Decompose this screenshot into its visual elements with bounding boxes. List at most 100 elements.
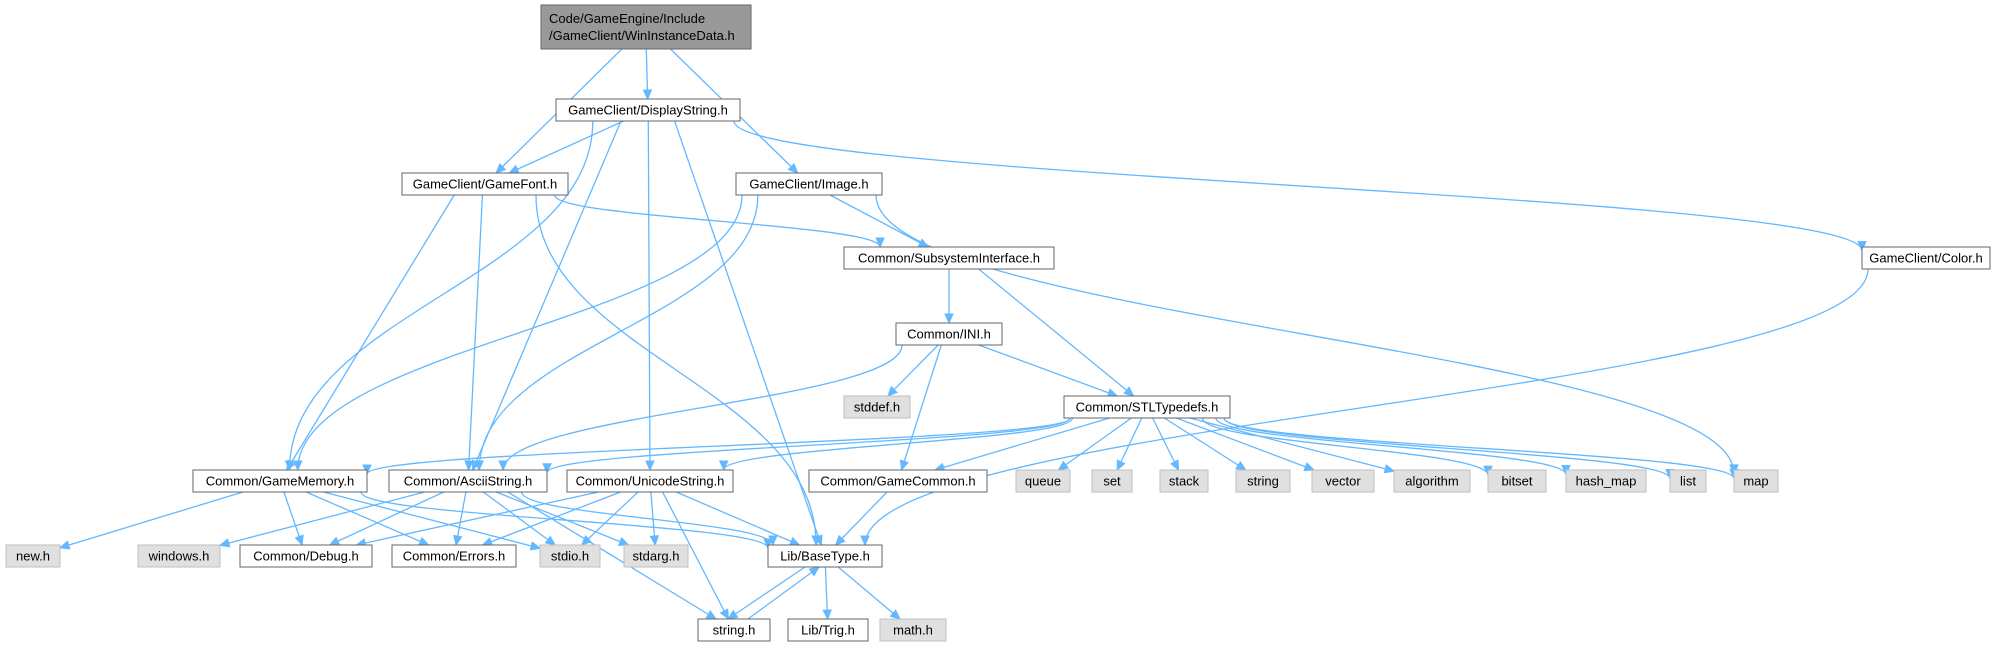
arrowhead-gamememory-to-errors	[417, 536, 430, 546]
edge-stl-to-hash_map	[1215, 417, 1567, 475]
arrowhead-unicodestring-to-stdarg	[649, 535, 660, 547]
arrowhead-gamefont-to-asciistring	[464, 460, 474, 472]
edge-basetype-to-stringh	[727, 566, 806, 620]
edge-stringh-to-basetype	[747, 566, 820, 620]
node-label: Common/INI.h	[907, 327, 991, 342]
node-box	[137, 544, 221, 568]
node-math[interactable]: math.h	[879, 618, 947, 642]
node-stack[interactable]: stack	[1159, 469, 1209, 493]
arrowhead-ini-to-gamecommon	[899, 459, 909, 472]
node-string[interactable]: string	[1235, 469, 1291, 493]
arrowhead-gamememory-to-stdio	[529, 541, 542, 551]
node-gamefont[interactable]: GameClient/GameFont.h	[401, 172, 569, 196]
node-box	[895, 322, 1003, 346]
node-basetype[interactable]: Lib/BaseType.h	[767, 544, 883, 568]
edge-gamememory-to-new	[59, 491, 244, 549]
node-bitset[interactable]: bitset	[1487, 469, 1547, 493]
node-stl[interactable]: Common/STLTypedefs.h	[1063, 395, 1231, 419]
node-stringh[interactable]: string.h	[697, 618, 771, 642]
edge-unicodestring-to-stdio	[581, 491, 639, 546]
node-new[interactable]: new.h	[5, 544, 61, 568]
node-stdio[interactable]: stdio.h	[539, 544, 601, 568]
node-windows[interactable]: windows.h	[137, 544, 221, 568]
node-image[interactable]: GameClient/Image.h	[735, 172, 883, 196]
arrowhead-asciistring-to-windows	[218, 538, 231, 548]
node-map[interactable]: map	[1733, 469, 1779, 493]
node-box	[843, 246, 1055, 270]
edge-image-to-subsys	[829, 194, 929, 248]
node-box	[401, 172, 569, 196]
node-unicodestring[interactable]: Common/UnicodeString.h	[566, 469, 734, 493]
node-box	[5, 544, 61, 568]
arrowhead-gamememory-to-debug	[294, 534, 304, 547]
node-label: string	[1247, 474, 1279, 489]
node-box	[1311, 469, 1375, 493]
edge-stl-to-map	[1223, 417, 1735, 479]
arrowhead-stl-to-unicodestring	[718, 460, 729, 472]
node-label: Common/GameMemory.h	[206, 474, 355, 489]
arrowhead-basetype-to-stringh	[726, 609, 739, 620]
arrowhead-displaystring-to-color	[1857, 241, 1867, 252]
node-errors[interactable]: Common/Errors.h	[391, 544, 517, 568]
arrowhead-image-to-asciistring	[474, 460, 484, 472]
node-label: Common/Errors.h	[403, 549, 506, 564]
edge-color-to-basetype	[864, 268, 1869, 546]
arrowhead-stringh-to-basetype	[808, 566, 820, 577]
node-box	[843, 395, 911, 419]
edge-displaystring-to-asciistring	[472, 120, 622, 471]
edge-displaystring-to-color	[733, 120, 1863, 251]
edge-stl-to-vector	[1176, 417, 1315, 471]
node-gamecommon[interactable]: Common/GameCommon.h	[808, 469, 988, 493]
node-stdarg[interactable]: stdarg.h	[623, 544, 689, 568]
edge-image-to-map	[875, 194, 1735, 474]
arrowhead-image-to-gamememory	[292, 460, 303, 472]
node-queue[interactable]: queue	[1015, 469, 1071, 493]
arrowhead-gamefont-to-gamememory	[286, 459, 296, 472]
node-gamememory[interactable]: Common/GameMemory.h	[192, 469, 368, 493]
edge-gamememory-to-basetype	[360, 491, 769, 549]
node-asciistring[interactable]: Common/AsciiString.h	[388, 469, 548, 493]
node-displaystring[interactable]: GameClient/DisplayString.h	[555, 98, 741, 122]
node-box	[566, 469, 734, 493]
node-color[interactable]: GameClient/Color.h	[1861, 246, 1991, 270]
node-set[interactable]: set	[1091, 469, 1133, 493]
node-vector[interactable]: vector	[1311, 469, 1375, 493]
arrowhead-asciistring-to-stringh	[705, 609, 718, 620]
node-box	[879, 618, 947, 642]
node-box	[539, 544, 601, 568]
node-ini[interactable]: Common/INI.h	[895, 322, 1003, 346]
node-root[interactable]: Code/GameEngine/Include/GameClient/WinIn…	[540, 4, 752, 50]
node-label: windows.h	[148, 549, 210, 564]
node-stddef[interactable]: stddef.h	[843, 395, 911, 419]
edge-asciistring-to-windows	[219, 491, 425, 546]
node-trig[interactable]: Lib/Trig.h	[787, 618, 869, 642]
arrowhead-unicodestring-to-errors	[481, 537, 494, 547]
edge-stl-to-set	[1116, 417, 1143, 471]
node-label: hash_map	[1576, 474, 1637, 489]
arrowhead-stl-to-stack	[1169, 459, 1180, 472]
node-hash_map[interactable]: hash_map	[1565, 469, 1647, 493]
arrowhead-ini-to-stddef	[886, 385, 898, 397]
arrowhead-unicodestring-to-basetype	[788, 536, 801, 546]
edge-ini-to-asciistring	[502, 344, 903, 471]
edge-displaystring-to-gamefont	[508, 120, 624, 174]
arrowhead-stl-to-asciistring	[542, 463, 552, 474]
edge-unicodestring-to-basetype	[675, 491, 800, 546]
arrowhead-gamefont-to-basetype	[811, 535, 821, 547]
node-box	[540, 4, 752, 50]
node-box	[388, 469, 548, 493]
node-label: math.h	[893, 623, 933, 638]
node-debug[interactable]: Common/Debug.h	[239, 544, 373, 568]
node-box	[787, 618, 869, 642]
edge-unicodestring-to-errors	[482, 491, 621, 546]
node-algorithm[interactable]: algorithm	[1393, 469, 1471, 493]
node-label: map	[1743, 474, 1768, 489]
edge-asciistring-to-stdarg	[495, 491, 629, 546]
edge-subsys-to-stl	[978, 268, 1134, 397]
node-box	[555, 98, 741, 122]
node-box	[1091, 469, 1133, 493]
arrowhead-ini-to-asciistring	[498, 460, 508, 472]
node-list[interactable]: list	[1669, 469, 1707, 493]
node-subsys[interactable]: Common/SubsystemInterface.h	[843, 246, 1055, 270]
edge-ini-to-gamecommon	[900, 344, 942, 471]
